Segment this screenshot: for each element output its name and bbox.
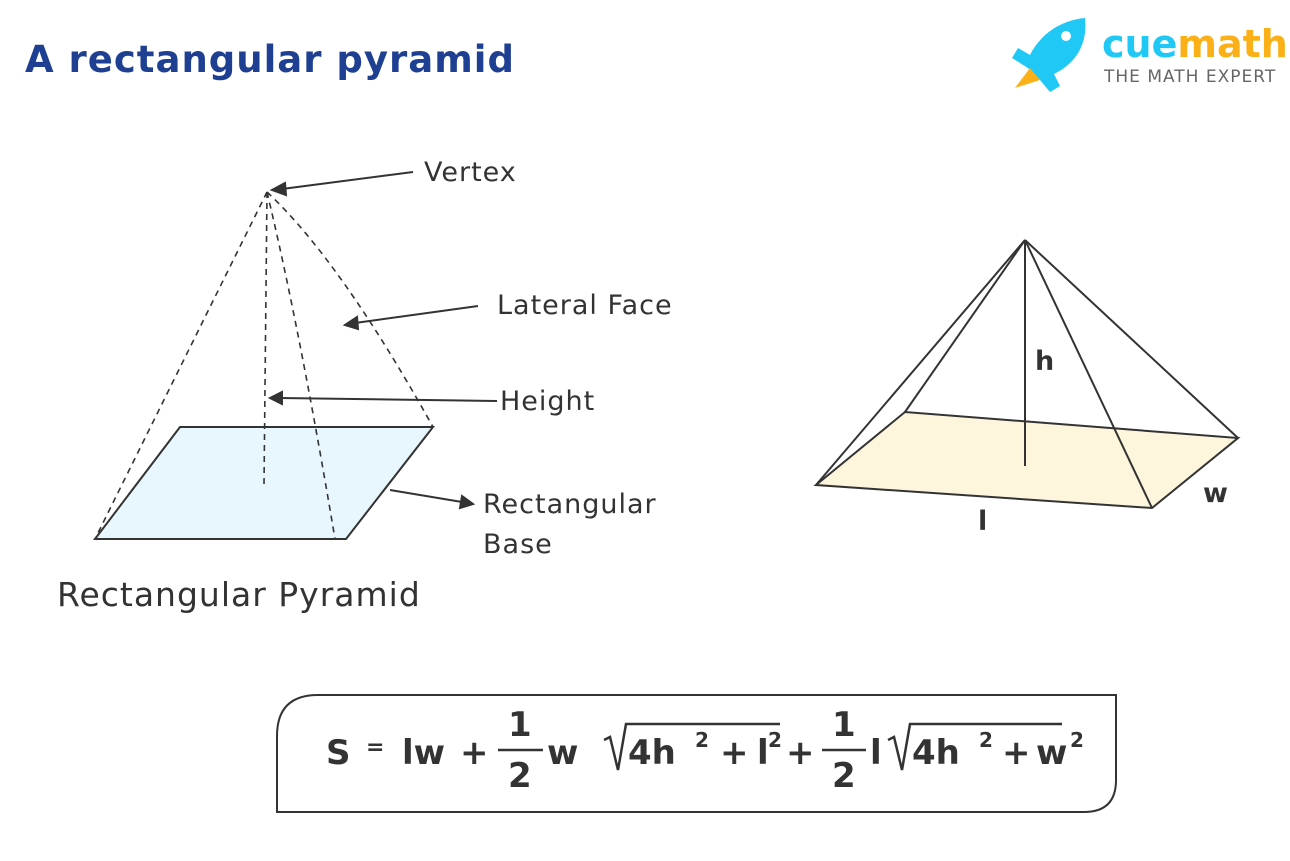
formula-sq2: 2 — [768, 728, 782, 752]
page-title: A rectangular pyramid — [25, 38, 515, 81]
edge-front — [266, 191, 336, 540]
formula-l-sq: l — [757, 733, 769, 773]
formula-lw: lw — [402, 733, 446, 773]
logo-part1: cue — [1102, 22, 1178, 66]
label-vertex: Vertex — [424, 157, 517, 188]
formula-box — [276, 694, 1117, 813]
formula-num1: 1 — [508, 705, 532, 745]
formula-sq4: 2 — [1070, 728, 1084, 752]
formula-plus4: + — [1002, 733, 1031, 773]
formula-4h-2: 4h — [912, 733, 960, 773]
edge-left — [94, 191, 268, 540]
logo-part2: math — [1177, 22, 1288, 66]
label-base-line1: Rectangular — [483, 489, 657, 520]
formula-eq: = — [366, 735, 385, 760]
edge-right — [266, 191, 434, 428]
formula-w-sq: w — [1036, 733, 1068, 773]
label-h: h — [1035, 346, 1056, 377]
caption-rectangular-pyramid: Rectangular Pyramid — [57, 575, 421, 614]
formula-l: l — [870, 733, 882, 773]
formula-sq3: 2 — [979, 728, 993, 752]
formula-plus3: + — [786, 733, 815, 773]
formula-den1: 2 — [508, 756, 532, 796]
label-lateral-face: Lateral Face — [497, 290, 673, 321]
right-pyramid — [813, 239, 1241, 510]
formula-den2: 2 — [832, 756, 856, 796]
height-line — [263, 191, 268, 486]
logo-wordmark: cuemath — [1102, 22, 1288, 66]
logo-tagline: THE MATH EXPERT — [1104, 67, 1277, 87]
formula-w: w — [547, 733, 579, 773]
label-w: w — [1203, 478, 1229, 509]
formula-num2: 1 — [832, 705, 856, 745]
formula-s: S — [326, 733, 351, 773]
base — [813, 410, 1241, 510]
rocket-logo-icon — [1012, 18, 1086, 92]
left-pyramid — [92, 171, 498, 540]
formula-sq1: 2 — [695, 728, 709, 752]
formula-plus2: + — [720, 733, 749, 773]
label-l: l — [978, 506, 989, 537]
label-height: Height — [500, 386, 596, 417]
label-base-line2: Base — [483, 529, 553, 560]
formula-4h-1: 4h — [628, 733, 676, 773]
formula-plus1: + — [460, 733, 489, 773]
